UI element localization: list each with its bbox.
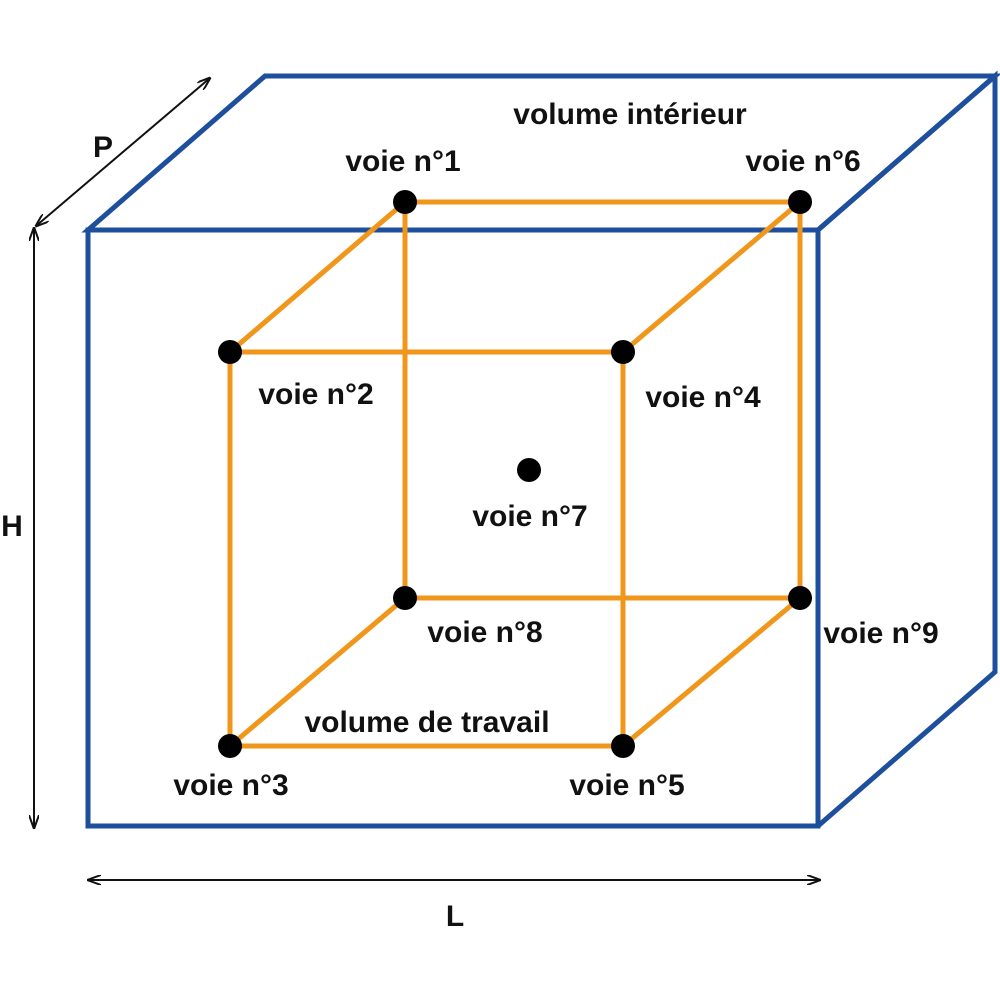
point-labels: voie n°1 voie n°2 voie n°3 voie n°4 voie… <box>173 145 938 802</box>
point-9-label: voie n°9 <box>823 617 938 650</box>
length-label: L <box>446 900 464 933</box>
point-1-dot <box>393 190 417 214</box>
dimension-arrows: P H L <box>1 78 820 933</box>
point-6-dot <box>788 190 812 214</box>
interior-volume-title: volume intérieur <box>513 98 747 131</box>
point-5-dot <box>611 734 635 758</box>
depth-label: P <box>93 131 113 164</box>
point-7-dot <box>517 458 541 482</box>
point-2-dot <box>218 340 242 364</box>
point-5-label: voie n°5 <box>569 769 684 802</box>
outer-front-face <box>85 227 821 829</box>
point-1-label: voie n°1 <box>345 145 460 178</box>
point-2-label: voie n°2 <box>258 378 373 411</box>
edge-1-2 <box>227 199 408 355</box>
measurement-points <box>218 190 812 758</box>
depth-arrow <box>36 78 210 226</box>
working-volume-cube <box>227 199 803 749</box>
height-label: H <box>1 510 23 543</box>
edge-6-4 <box>620 199 803 355</box>
point-3-label: voie n°3 <box>173 769 288 802</box>
point-8-label: voie n°8 <box>427 616 542 649</box>
edge-8-3 <box>227 595 408 749</box>
edge-9-5 <box>620 595 803 749</box>
point-3-dot <box>218 734 242 758</box>
point-4-label: voie n°4 <box>645 381 761 414</box>
point-8-dot <box>393 586 417 610</box>
working-volume-label: volume de travail <box>304 706 549 739</box>
point-7-label: voie n°7 <box>472 500 587 533</box>
point-4-dot <box>611 340 635 364</box>
point-6-label: voie n°6 <box>745 145 860 178</box>
point-9-dot <box>788 586 812 610</box>
outer-right-face <box>816 70 998 828</box>
